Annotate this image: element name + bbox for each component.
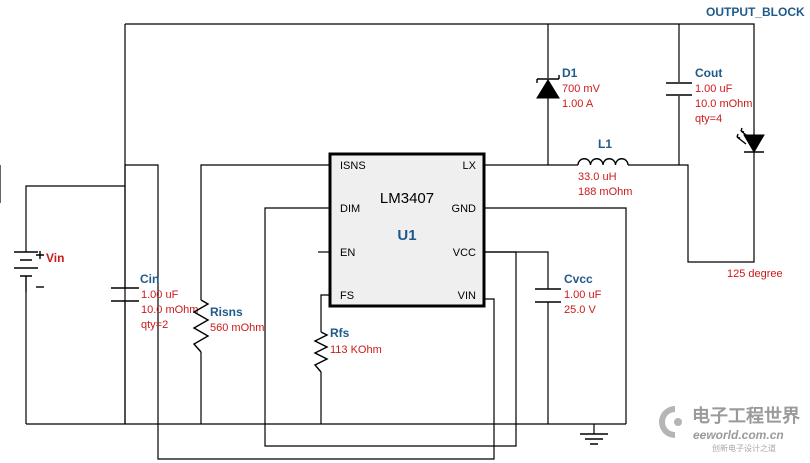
wire-ground-bus <box>26 423 626 434</box>
wires <box>0 23 755 460</box>
cout-value-1: 1.00 uF <box>695 83 733 95</box>
wire-cin-branch <box>125 164 495 460</box>
risns-ref: Risns <box>210 305 243 319</box>
cout-plates <box>666 82 692 96</box>
l1-inductor: L1 33.0 uH 188 mOhm <box>577 137 632 198</box>
ic-designator: U1 <box>397 227 416 244</box>
ground-symbol <box>580 433 608 445</box>
wire-fs <box>320 294 330 424</box>
vin-label: Vin <box>46 251 64 265</box>
led-value: 125 degree <box>727 268 783 280</box>
pin-vcc: VCC <box>453 247 476 259</box>
cin-value-3: qty=2 <box>141 319 168 331</box>
rfs-zigzag <box>313 331 329 373</box>
eeworld-watermark: 电子工程世界 eeworld.com.cn 创新电子设计之道 <box>659 405 800 453</box>
d1-cathode-bar <box>536 75 560 83</box>
cout-value-2: 10.0 mOhm <box>695 98 752 110</box>
pin-vin: VIN <box>458 290 476 302</box>
cin-value-1: 1.00 uF <box>141 289 179 301</box>
eeworld-logo-icon <box>659 406 675 438</box>
cvcc-capacitor: Cvcc 1.00 uF 25.0 V <box>535 272 602 316</box>
wire-vcc <box>484 251 549 424</box>
d1-ref: D1 <box>562 66 578 80</box>
rfs-resistor: Rfs 113 KOhm <box>313 326 382 373</box>
led-triangle <box>743 134 765 153</box>
cout-capacitor: Cout 1.00 uF 10.0 mOhm qty=4 <box>666 66 752 125</box>
eeworld-url: eeworld.com.cn <box>693 428 784 442</box>
cvcc-value-2: 25.0 V <box>564 304 596 316</box>
ground-lines <box>580 433 608 445</box>
d1-value-1: 700 mV <box>562 83 601 95</box>
wire-vin-positive <box>25 185 125 252</box>
pin-isns: ISNS <box>340 160 366 172</box>
wire-gnd <box>484 207 627 424</box>
l1-coils <box>577 158 629 166</box>
pin-dim: DIM <box>340 203 360 215</box>
led: 125 degree <box>727 127 783 280</box>
l1-value-2: 188 mOhm <box>578 186 632 198</box>
cout-ref: Cout <box>695 66 722 80</box>
wire-top-rail <box>125 23 755 135</box>
l1-ref: L1 <box>598 137 612 151</box>
cvcc-ref: Cvcc <box>564 272 593 286</box>
d1-value-2: 1.00 A <box>562 98 594 110</box>
l1-value-1: 33.0 uH <box>578 171 617 183</box>
ic-part-number: LM3407 <box>380 190 434 207</box>
vin-battery: Vin <box>14 251 64 292</box>
risns-resistor: Risns 560 mOhm <box>192 299 264 353</box>
eeworld-slogan: 创新电子设计之道 <box>712 443 776 453</box>
pin-en: EN <box>340 247 355 259</box>
ic-body <box>328 152 486 308</box>
cout-value-3: qty=4 <box>695 113 722 125</box>
cin-ref: Cin <box>140 272 159 286</box>
cin-value-2: 10.0 mOhm <box>141 304 198 316</box>
pin-fs: FS <box>340 290 354 302</box>
rfs-value: 113 KOhm <box>330 344 382 356</box>
cvcc-plates <box>535 288 561 303</box>
battery-plate-long-1 <box>14 251 38 269</box>
ic-u1: ISNS DIM EN FS LX GND VCC VIN LM3407 U1 <box>328 152 486 308</box>
cin-capacitor: Cin 1.00 uF 10.0 mOhm qty=2 <box>111 272 198 331</box>
pin-lx: LX <box>463 160 477 172</box>
output-block-label: OUTPUT_BLOCK <box>706 5 805 19</box>
led-emission-arrows <box>736 127 751 145</box>
risns-zigzag <box>192 299 210 353</box>
wire-lx <box>484 152 755 263</box>
d1-diode: D1 700 mV 1.00 A <box>536 66 601 110</box>
eeworld-logo-dot-icon <box>674 418 682 426</box>
battery-plus-sign <box>36 251 44 259</box>
pin-gnd: GND <box>452 203 477 215</box>
rfs-ref: Rfs <box>330 326 350 340</box>
d1-triangle <box>536 79 560 99</box>
wire-isns <box>200 164 330 424</box>
cin-plates <box>111 287 139 302</box>
cvcc-value-1: 1.00 uF <box>564 289 602 301</box>
eeworld-logo-text: 电子工程世界 <box>692 405 800 426</box>
risns-value: 560 mOhm <box>210 322 264 334</box>
